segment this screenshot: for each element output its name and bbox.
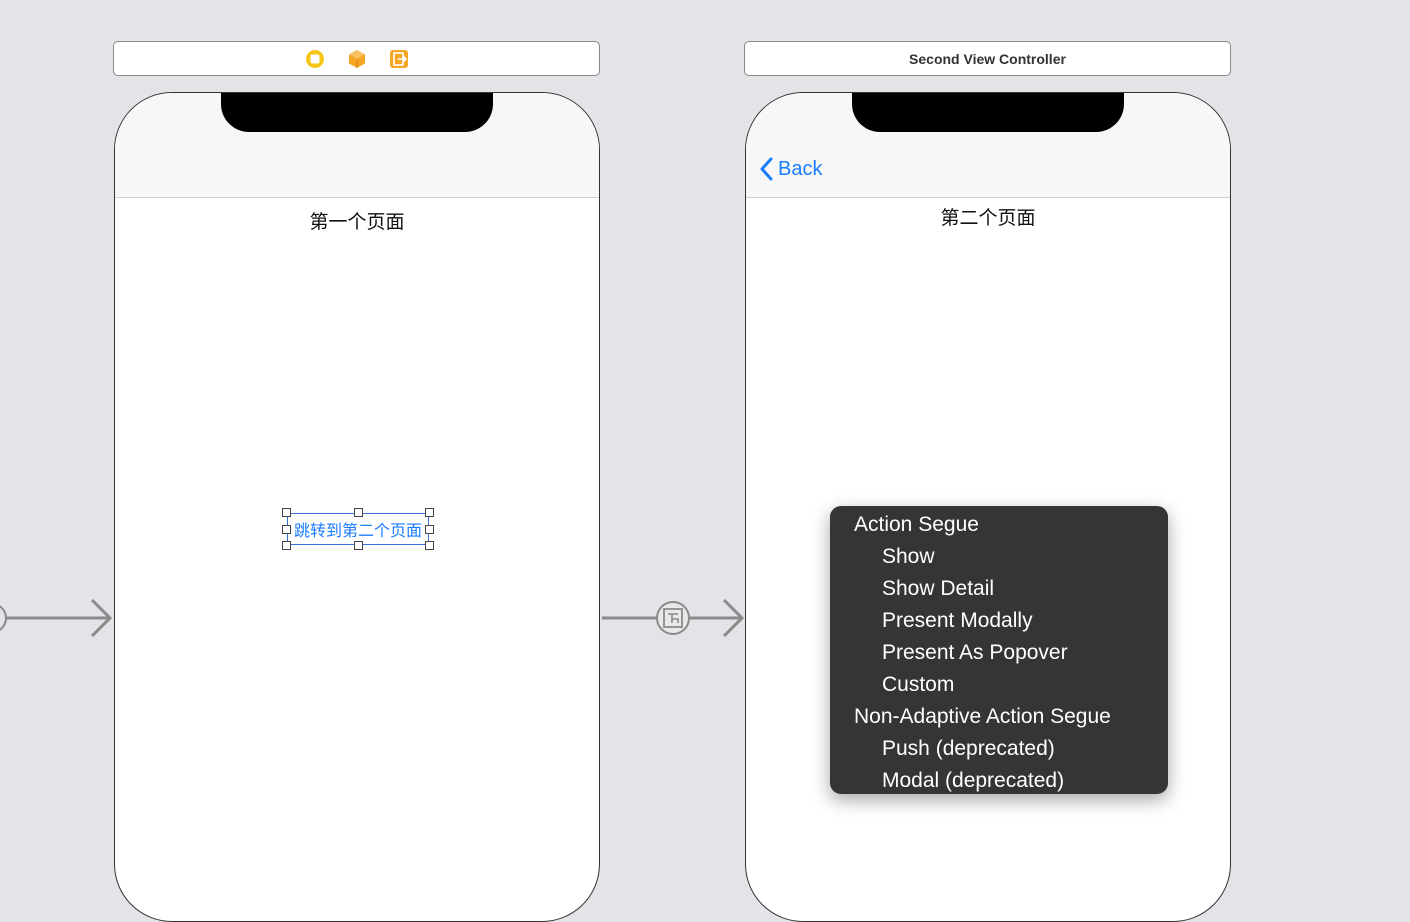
device-notch [221,93,493,132]
resize-handle-bottom-right[interactable] [425,541,434,550]
scene-title: Second View Controller [909,50,1066,67]
segue-arrows [0,598,745,638]
resize-handle-top[interactable] [354,508,363,517]
menu-item-modal-deprecated[interactable]: Modal (deprecated) [882,769,1065,792]
jump-to-second-page-button[interactable]: 跳转到第二个页面 [282,508,434,550]
menu-item-custom[interactable]: Custom [882,673,955,696]
resize-handle-top-right[interactable] [425,508,434,517]
first-page-label: 第一个页面 [309,211,405,233]
first-responder-icon[interactable] [346,48,368,70]
menu-item-show-detail[interactable]: Show Detail [882,577,995,600]
menu-section-header: Action Segue [854,513,979,536]
device-notch [852,93,1124,132]
resize-handle-bottom[interactable] [354,541,363,550]
menu-item-show[interactable]: Show [882,545,935,568]
view-controller-icon[interactable] [304,48,326,70]
first-view-controller-scene[interactable]: 第一个页面 跳转到第二个页面 [114,92,600,922]
segue-type-menu[interactable]: Action Segue Show Show Detail Present Mo… [830,506,1168,794]
second-page-label: 第二个页面 [940,207,1036,229]
resize-handle-right[interactable] [425,525,434,534]
back-label: Back [778,157,823,180]
button-label: 跳转到第二个页面 [293,521,422,540]
menu-item-present-modally[interactable]: Present Modally [882,609,1033,632]
initial-view-controller-arrow [0,598,113,638]
navigation-segue-arrow[interactable] [602,598,745,638]
menu-item-present-as-popover[interactable]: Present As Popover [882,641,1068,664]
scene-dock-second[interactable]: Second View Controller [744,41,1231,76]
menu-section-header: Non-Adaptive Action Segue [854,705,1111,728]
chevron-left-icon [760,157,773,181]
back-button[interactable]: Back [760,157,822,181]
exit-icon[interactable] [388,48,410,70]
resize-handle-left[interactable] [282,525,291,534]
menu-item-push-deprecated[interactable]: Push (deprecated) [882,737,1055,760]
resize-handle-bottom-left[interactable] [282,541,291,550]
resize-handle-top-left[interactable] [282,508,291,517]
scene-dock-first[interactable] [113,41,600,76]
